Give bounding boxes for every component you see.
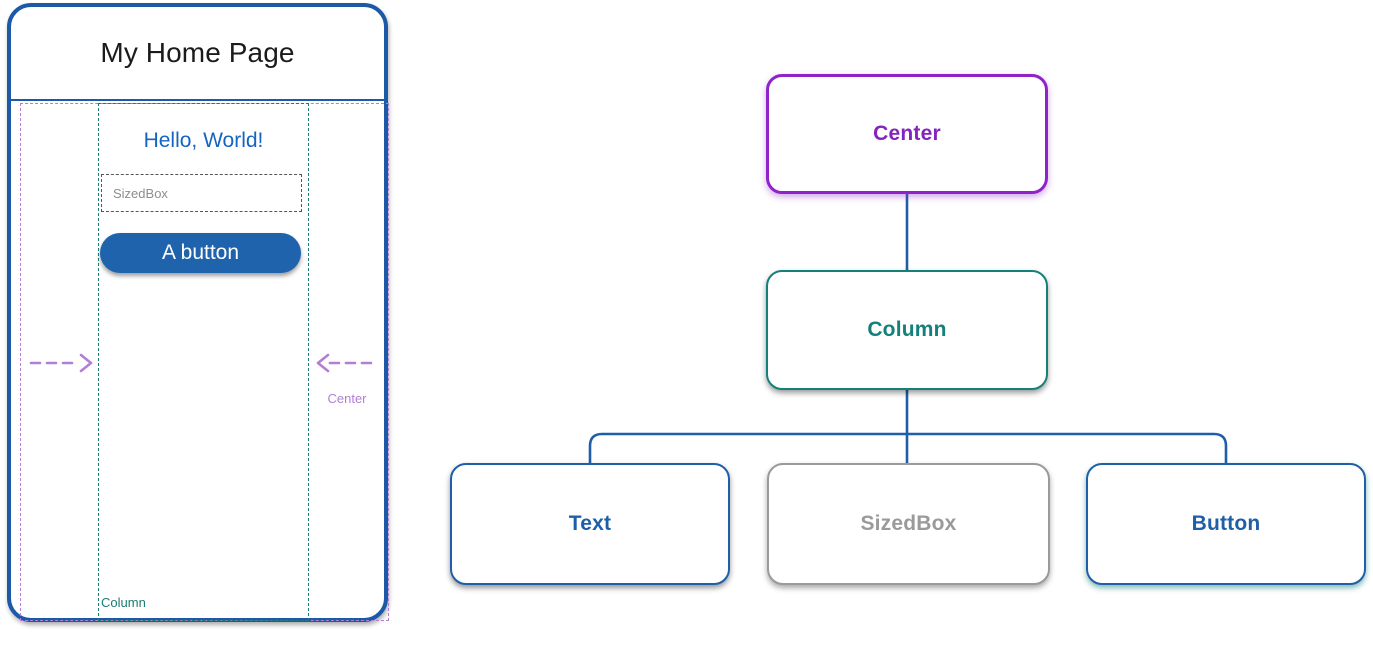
tree-node-sizedbox-label: SizedBox [860, 512, 957, 535]
tree-node-button[interactable]: Button [1086, 463, 1366, 585]
tree-node-text[interactable]: Text [450, 463, 730, 585]
phone-body: Hello, World! SizedBox A button [11, 103, 389, 621]
edge-column-to-button [907, 432, 1228, 463]
tree-node-button-label: Button [1191, 512, 1261, 535]
tree-node-column[interactable]: Column [766, 270, 1048, 390]
tree-node-center-label: Center [873, 122, 941, 145]
phone-mockup: My Home Page Hello, World! SizedBox A bu… [7, 3, 389, 622]
center-arrow-right-icon [29, 351, 95, 380]
phone-frame: My Home Page Hello, World! SizedBox A bu… [7, 3, 389, 622]
column-guide-label: Column [101, 595, 146, 610]
sizedbox-guide-box: SizedBox [101, 174, 302, 212]
edge-column-to-text [588, 432, 907, 463]
phone-appbar: My Home Page [11, 7, 384, 101]
hello-world-text: Hello, World! [143, 129, 264, 152]
center-arrow-left-icon [314, 351, 380, 380]
column-guide-box [98, 103, 309, 621]
a-button[interactable]: A button [100, 233, 301, 273]
tree-node-sizedbox[interactable]: SizedBox [767, 463, 1050, 585]
tree-node-center[interactable]: Center [766, 74, 1048, 194]
a-button-label: A button [161, 241, 240, 264]
sizedbox-guide-label: SizedBox [113, 185, 168, 201]
page-title: My Home Page [100, 37, 295, 68]
tree-node-text-label: Text [568, 512, 612, 535]
tree-node-column-label: Column [867, 318, 947, 341]
center-guide-label: Center [327, 391, 367, 406]
